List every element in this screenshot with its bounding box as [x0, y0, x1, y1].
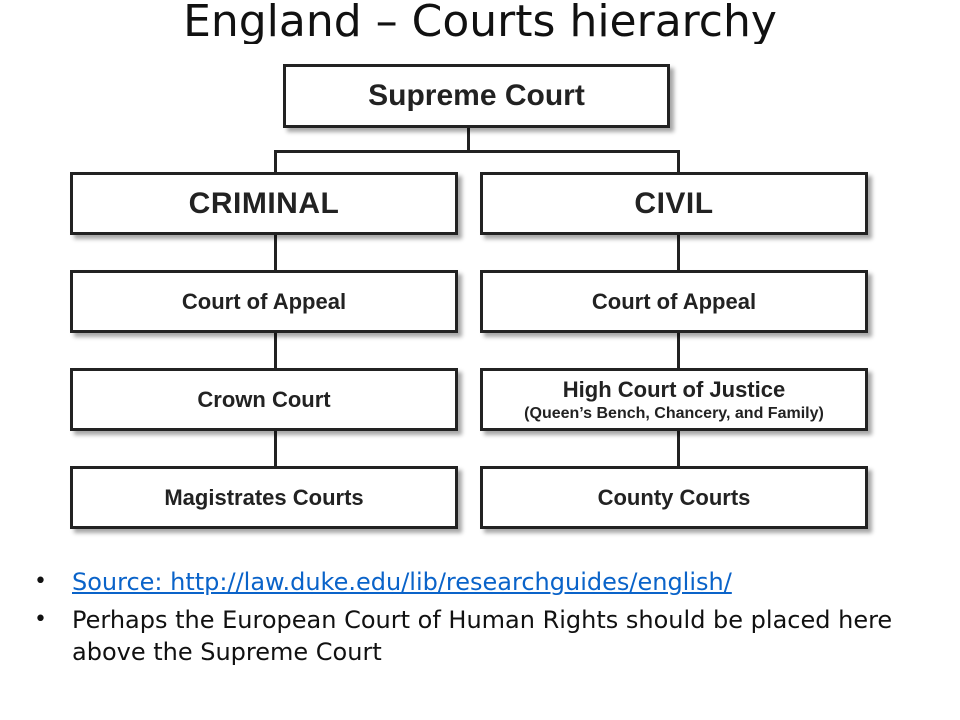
civil-court-of-appeal-label: Court of Appeal [591, 288, 757, 314]
list-item: • Perhaps the European Court of Human Ri… [34, 604, 934, 668]
criminal-header-label: CRIMINAL [188, 186, 340, 220]
county-courts-box: County Courts [480, 466, 868, 529]
connector-civil-spine [677, 235, 680, 470]
connector-civil-drop [677, 150, 680, 172]
comment-text: Perhaps the European Court of Human Righ… [72, 606, 893, 666]
high-court-of-justice-label: High Court of Justice [562, 376, 786, 402]
high-court-divisions-label: (Queen’s Bench, Chancery, and Family) [524, 404, 824, 422]
civil-court-of-appeal-box: Court of Appeal [480, 270, 868, 333]
bullet-marker: • [34, 569, 47, 594]
notes-list: • Source: http://law.duke.edu/lib/resear… [34, 566, 934, 674]
criminal-court-of-appeal-box: Court of Appeal [70, 270, 458, 333]
crown-court-box: Crown Court [70, 368, 458, 431]
criminal-header-box: CRIMINAL [70, 172, 458, 235]
magistrates-courts-box: Magistrates Courts [70, 466, 458, 529]
county-courts-label: County Courts [597, 484, 751, 510]
magistrates-courts-label: Magistrates Courts [164, 484, 364, 510]
high-court-of-justice-box: High Court of Justice (Queen’s Bench, Ch… [480, 368, 868, 431]
civil-header-label: CIVIL [634, 186, 714, 220]
title-area: England – Courts hierarchy [0, 0, 960, 44]
bullet-marker: • [34, 607, 47, 632]
connector-criminal-drop [274, 150, 277, 172]
crown-court-label: Crown Court [197, 386, 331, 412]
criminal-court-of-appeal-label: Court of Appeal [181, 288, 347, 314]
supreme-court-box: Supreme Court [283, 64, 670, 128]
page-title: England – Courts hierarchy [183, 0, 777, 44]
connector-horizontal [274, 150, 680, 153]
connector-top-vertical [467, 128, 470, 150]
connector-criminal-spine [274, 235, 277, 470]
source-link[interactable]: Source: http://law.duke.edu/lib/research… [72, 568, 732, 596]
supreme-court-label: Supreme Court [368, 79, 585, 112]
list-item: • Source: http://law.duke.edu/lib/resear… [34, 566, 934, 598]
civil-header-box: CIVIL [480, 172, 868, 235]
